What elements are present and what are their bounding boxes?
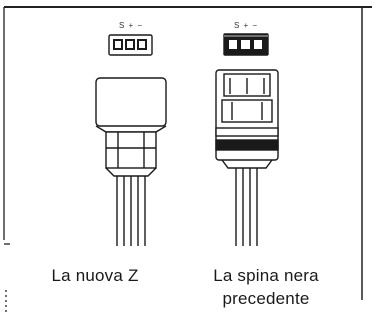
old-plug-pin-labels: S + − <box>233 21 259 30</box>
caption-old-plug-line2: precedente <box>222 289 310 308</box>
caption-old-plug-line1: La spina nera <box>213 266 319 285</box>
old-plug-grip-band <box>215 139 279 151</box>
caption-new-connector-text: La nuova Z <box>51 266 139 285</box>
old-black-plug <box>215 33 279 246</box>
diagram-border <box>3 6 372 312</box>
old-plug-wires <box>235 168 258 246</box>
new-z-connector <box>95 34 167 246</box>
new-connector-pin-holes <box>113 39 147 50</box>
caption-old-plug: La spina nera precedente <box>196 264 336 310</box>
new-connector-pin-labels: S + − <box>118 21 144 30</box>
new-connector-housing <box>95 77 167 127</box>
new-connector-wires <box>116 176 146 246</box>
caption-new-connector: La nuova Z <box>25 264 165 287</box>
